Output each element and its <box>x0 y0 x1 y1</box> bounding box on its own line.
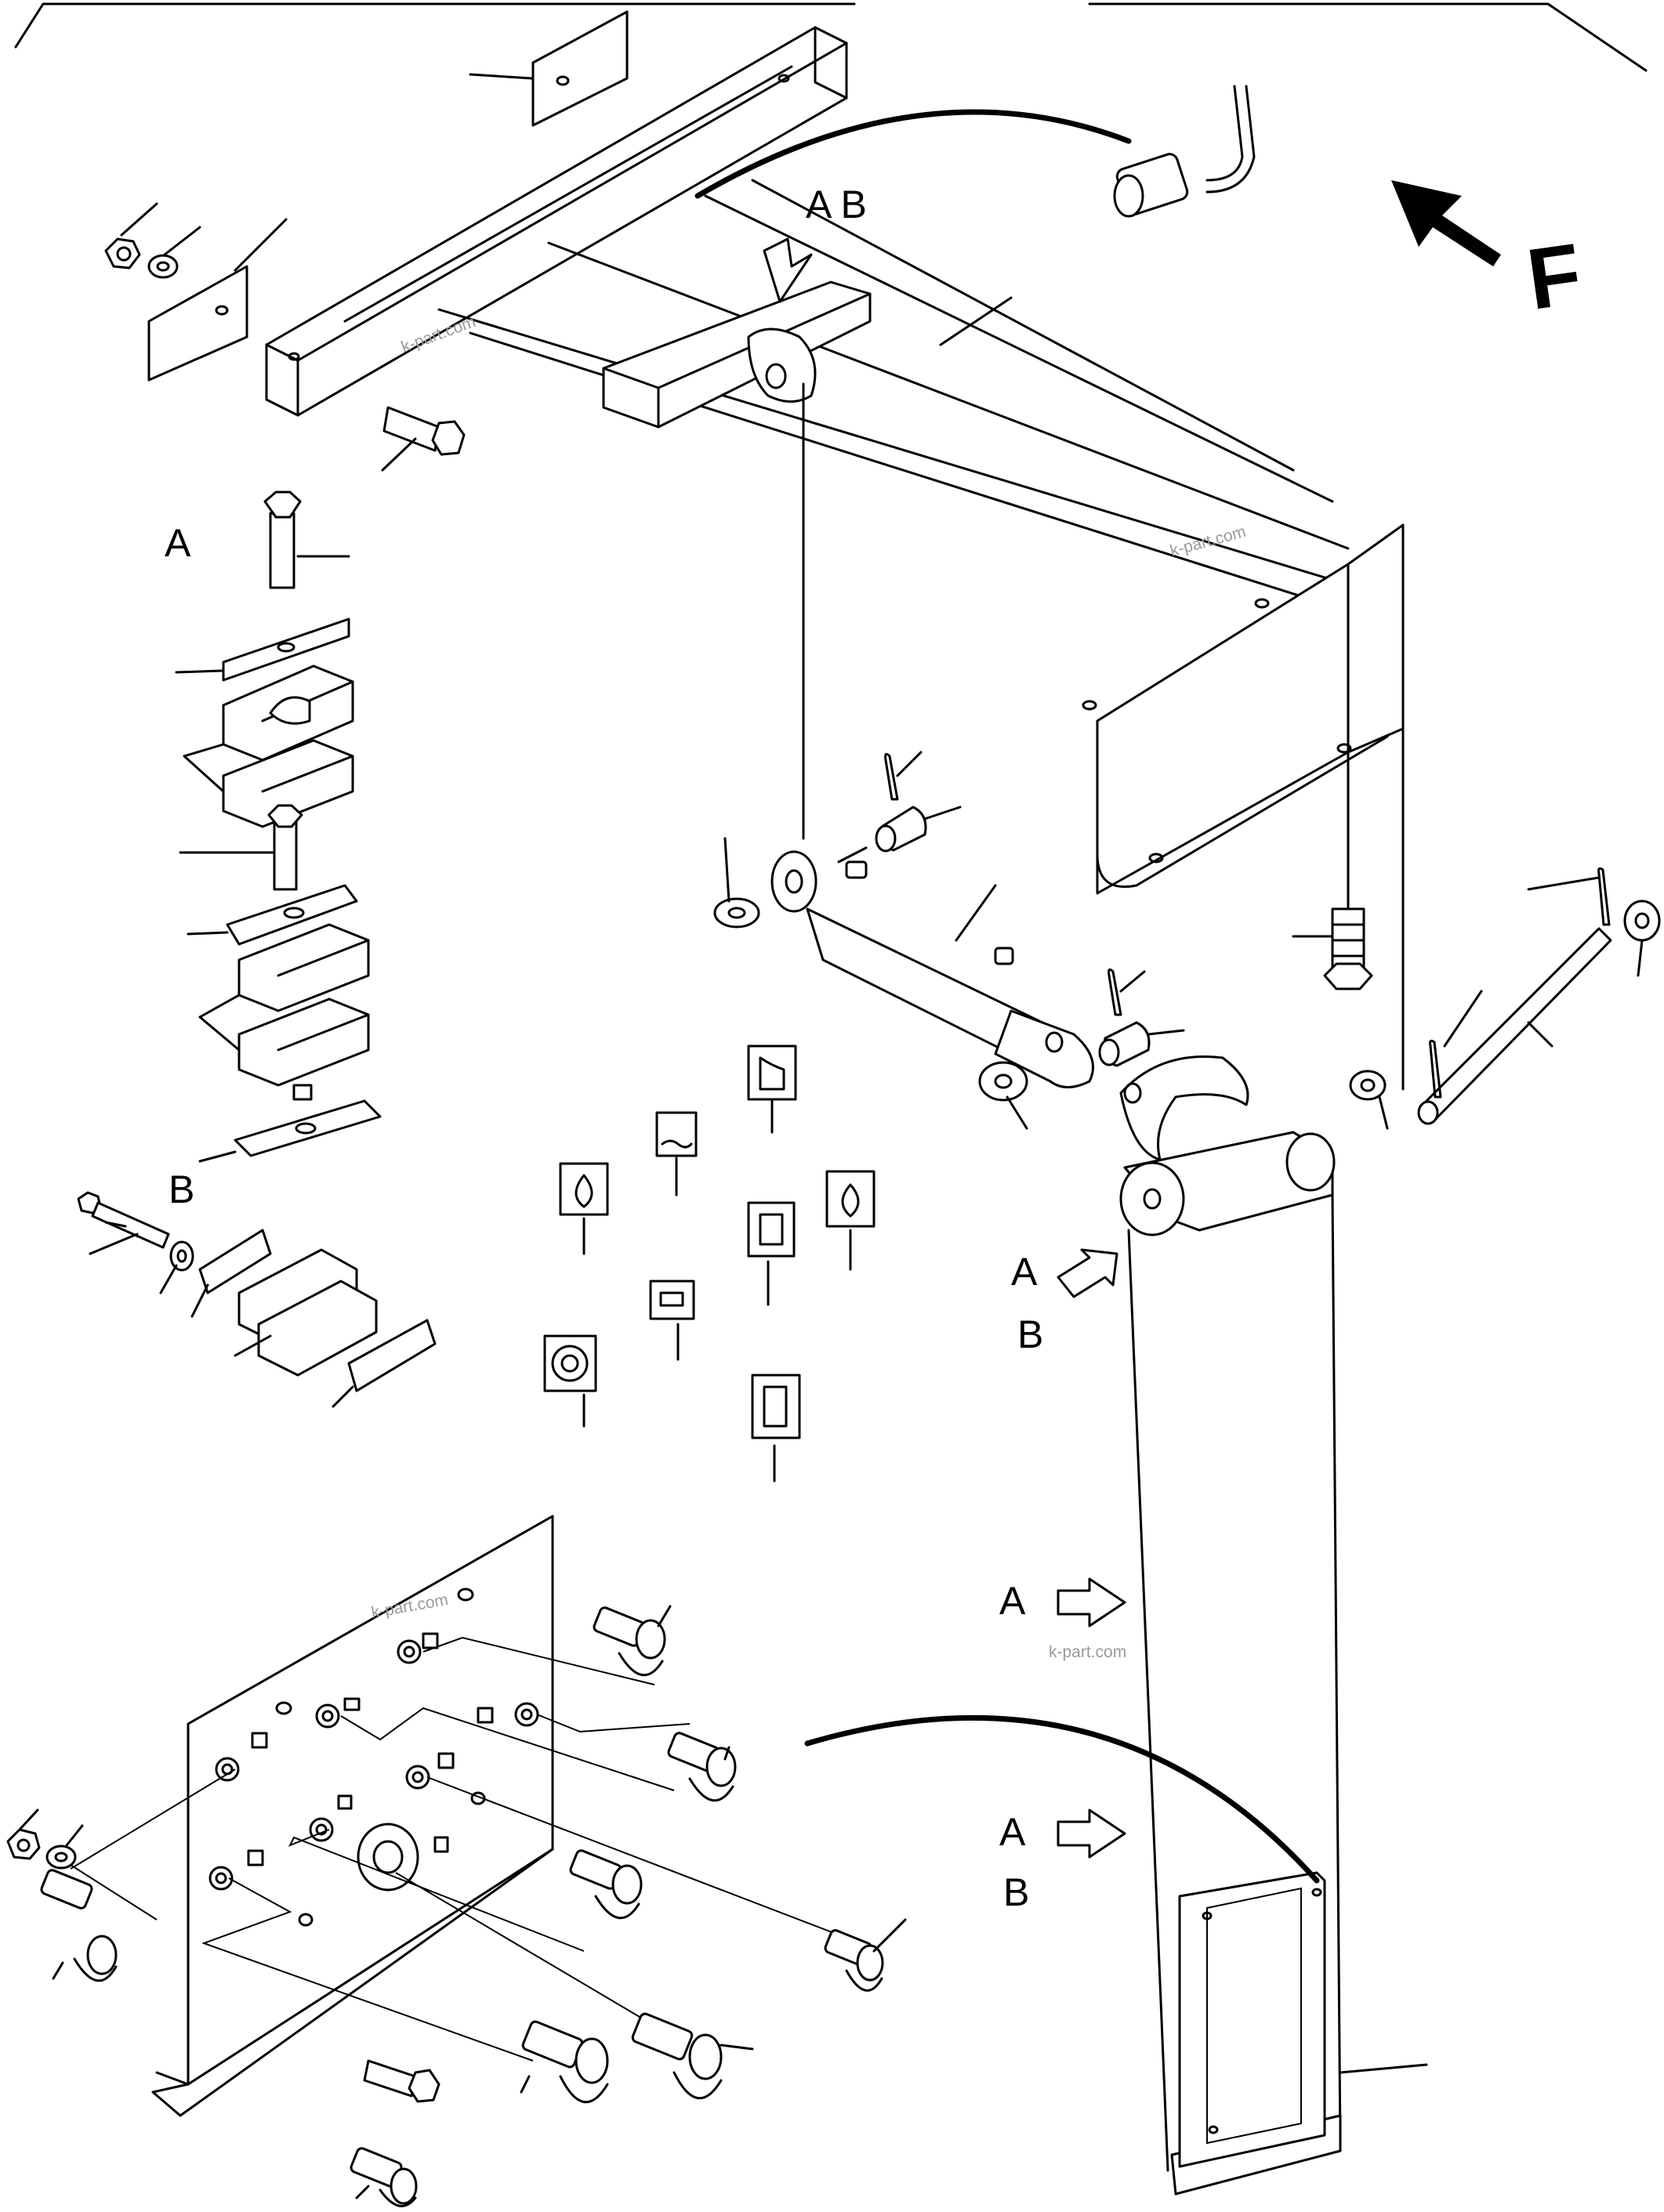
arrow1-b-label: B <box>1017 1312 1043 1356</box>
watermark-4: k-part.com <box>1049 1643 1126 1661</box>
arrow1-a-label: A <box>1011 1250 1038 1294</box>
forward-arrow-icon: F <box>1391 180 1587 328</box>
coupler-1 <box>593 1605 672 1677</box>
clamp-stack-b <box>77 1191 437 1408</box>
coupler-5 <box>40 1869 118 1982</box>
hydraulic-oil-icon <box>747 1201 796 1306</box>
clamp-a-label: A <box>165 521 191 565</box>
arm-view-arrows: A B A A B <box>999 1248 1126 1914</box>
coupler-6 <box>520 2020 609 2104</box>
coupler-3 <box>569 1849 643 1920</box>
shim-plate <box>531 10 629 127</box>
clamp-plate <box>147 265 248 382</box>
fuel-tank-icon <box>747 1044 797 1134</box>
coolant-drop-icon <box>825 1170 876 1271</box>
cylinder-pins <box>875 751 1185 1067</box>
coupler-8 <box>350 2147 418 2207</box>
arrow2-a-label: A <box>999 1579 1026 1623</box>
direction-label: F <box>1521 226 1587 328</box>
door-icon <box>751 1374 801 1483</box>
cross-block <box>602 281 872 429</box>
battery-icon <box>649 1280 695 1361</box>
plate-hardware <box>6 1808 440 2103</box>
support-arm <box>1119 1055 1428 2196</box>
top-left-hardware <box>104 202 288 382</box>
arrow3-a-label: A <box>999 1810 1026 1854</box>
frame-border <box>14 2 1648 72</box>
gear-icon <box>543 1334 597 1428</box>
clamp-b-label: B <box>169 1168 194 1211</box>
oil-drop-icon <box>559 1162 609 1255</box>
upper-bracket-assembly <box>265 10 1405 895</box>
proximity-sensor <box>694 85 1256 218</box>
coupler-2 <box>667 1732 737 1802</box>
hydraulic-cylinder <box>713 837 1094 1130</box>
channel-end-plate <box>1096 563 1350 895</box>
arm-pivot-pin <box>1349 790 1661 1130</box>
section-ab-label: A B <box>806 183 867 226</box>
quick-couplers <box>40 1605 907 2207</box>
long-bolt <box>1292 711 1373 990</box>
connector-plate <box>70 1515 851 2117</box>
bracket-bolt <box>381 406 466 472</box>
clamp-stack-a <box>175 491 382 1163</box>
coupler-7 <box>631 2012 754 2100</box>
watermark-2: k-part.com <box>1168 523 1248 560</box>
view-arrow-icon <box>763 237 813 303</box>
decal-set <box>543 1044 876 1483</box>
water-level-icon <box>655 1111 698 1197</box>
coupler-4 <box>824 1918 907 1992</box>
lower-swing-arrow <box>804 1714 1320 1884</box>
arrow3-b-label: B <box>1003 1870 1029 1914</box>
